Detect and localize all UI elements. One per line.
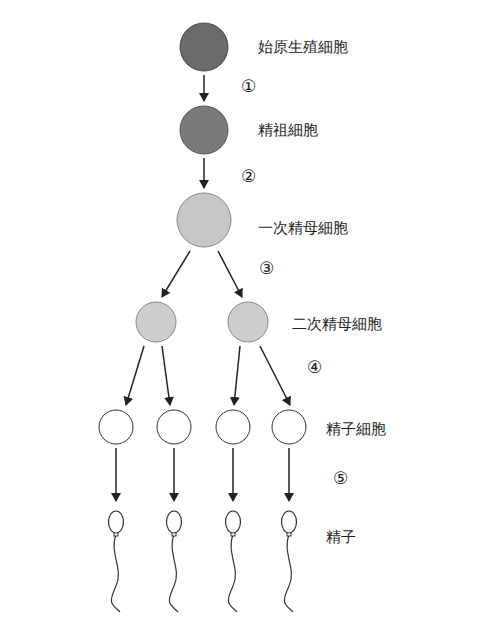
stage-label: 精子 [326, 528, 356, 546]
stage-label: 精祖細胞 [258, 121, 318, 139]
arrow-connector [126, 346, 290, 405]
step-number: ④ [306, 357, 323, 377]
step-number: ③ [258, 258, 275, 278]
cell-stage: 精子細胞 [97, 410, 390, 444]
step-number: ⑤ [332, 468, 349, 488]
step-number: ② [240, 166, 257, 186]
stage-label: 精子細胞 [326, 420, 386, 438]
stage-label: 一次精母細胞 [258, 219, 348, 237]
stage-label: 二次精母細胞 [292, 315, 382, 333]
step-number: ① [240, 76, 257, 96]
arrow-connector [116, 448, 289, 501]
sperm-figure [102, 506, 360, 614]
cell-stage: 一次精母細胞 [175, 193, 352, 247]
arrow-connector [162, 251, 242, 297]
stage-label: 始原生殖細胞 [258, 38, 348, 56]
cell-stage: 精祖細胞 [178, 106, 322, 154]
cell-stage: 二次精母細胞 [134, 302, 386, 342]
arrow-connector [204, 75, 205, 101]
sperm-stage: 精子 [102, 506, 360, 614]
cell-stage: 始原生殖細胞 [178, 23, 352, 71]
arrow-connector [204, 158, 205, 188]
